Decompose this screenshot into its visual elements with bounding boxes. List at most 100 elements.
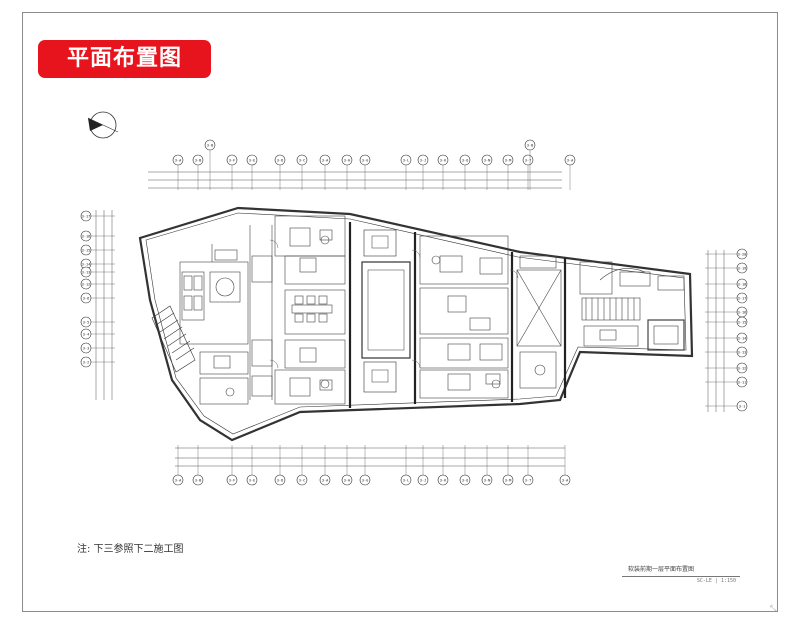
top-dimension-lines [148,171,562,189]
top-extra-axis: 3-B 3-B [204,139,536,190]
axis-bubble [80,230,92,242]
axis-marker: 3-17 [80,210,115,222]
axis-label: 3-F [229,158,236,162]
axis-bubble [502,154,514,166]
axis-marker: 3-5 [80,316,115,328]
axis-bubble [172,154,184,166]
axis-bubble [400,474,412,486]
axis-label: 3-M [505,158,512,162]
axis-bubble [736,376,748,388]
axis-bubble [341,474,353,486]
axis-label: 3-K [440,158,447,162]
axis-label: 3-2 [83,360,90,364]
axis-marker: 3-O [459,154,471,190]
axis-bubble [522,474,534,486]
axis-bubble [736,332,748,344]
axis-bubble [192,474,204,486]
axis-marker: 3-L [400,154,412,190]
guest-rooms-east [419,235,509,399]
axis-marker: 3-A [319,445,331,486]
axis-marker: 3-6 [80,292,115,304]
axis-marker: 3-3 [80,342,115,354]
axis-marker: 3-19 [705,262,748,274]
left-dimension-lines [95,210,113,400]
axis-marker: 3-M [502,154,514,190]
axis-marker: 3-4 [80,328,115,340]
axis-label: 3-15 [82,248,91,252]
axis-label: 3-13 [82,270,91,274]
axis-label: 3-4 [83,332,90,336]
bottom-dimension-lines [175,447,565,467]
axis-bubble [274,154,286,166]
axis-bubble [246,474,258,486]
axis-bubble [736,400,748,412]
axis-bubble [736,262,748,274]
right-axis-markers: 3-203-193-183-173-163-153-143-133-123-11… [705,248,748,412]
stamp-divider [622,576,740,577]
east-atrium [516,255,562,389]
axis-label: 3-B [207,144,214,148]
axis-label: 3-1 [739,404,746,408]
axis-label: 3-T [525,478,532,482]
axis-bubble [172,474,184,486]
axis-label: 3-N [484,478,491,482]
axis-label: 3-14 [82,262,91,266]
axis-marker: 3-18 [705,278,748,290]
axis-marker: 3-E [246,154,258,190]
axis-bubble [341,154,353,166]
axis-bubble [80,328,92,340]
axis-bubble [400,154,412,166]
axis-label: 3-G [362,158,369,162]
axis-label: 3-A [567,158,574,162]
axis-marker: 3-15 [705,316,748,328]
right-dimension-lines [707,250,725,412]
axis-marker: 3-15 [80,244,115,256]
drawing-frame [22,12,778,612]
axis-marker: 3-J [417,154,429,190]
axis-label: 3-T [525,158,532,162]
axis-marker: 3-17 [705,292,748,304]
axis-bubble [80,316,92,328]
axis-marker: 3-G [359,154,371,190]
axis-marker: 3-1 [705,400,748,412]
axis-marker: 3-C [296,154,308,190]
axis-marker: 3-A [564,154,576,190]
axis-bubble [437,154,449,166]
axis-marker: 3-T [522,445,534,486]
axis-bubble [502,474,514,486]
axis-bubble [80,356,92,368]
axis-bubble [564,154,576,166]
axis-bubble [559,474,571,486]
axis-label: 3-6 [83,296,90,300]
axis-marker: 3-K [437,445,449,486]
axis-bubble [359,474,371,486]
axis-bubble [80,342,92,354]
axis-marker: 3-B [192,445,204,486]
axis-bubble [226,154,238,166]
axis-label: 3-G [362,478,369,482]
axis-bubble [80,292,92,304]
east-wing [579,261,685,351]
axis-bubble [481,154,493,166]
axis-label: 3-D [277,158,284,162]
axis-bubble [459,474,471,486]
axis-label: 3-A [322,158,329,162]
axis-label: 3-H [344,158,351,162]
axis-bubble [736,292,748,304]
axis-marker: 3-T [522,154,534,190]
central-pool [361,229,411,393]
axis-bubble [319,474,331,486]
axis-label: 3-B [195,158,202,162]
axis-marker: 3-2 [80,356,115,368]
door-swings [269,239,519,369]
axis-bubble [80,278,92,290]
axis-bubble [80,266,92,278]
axis-label: 3-O [462,158,469,162]
axis-marker: 3-11 [705,376,748,388]
axis-label: 3-C [299,478,306,482]
axis-label: 3-O [462,478,469,482]
axis-label: 3-16 [82,234,91,238]
axis-marker: 3-12 [705,362,748,374]
